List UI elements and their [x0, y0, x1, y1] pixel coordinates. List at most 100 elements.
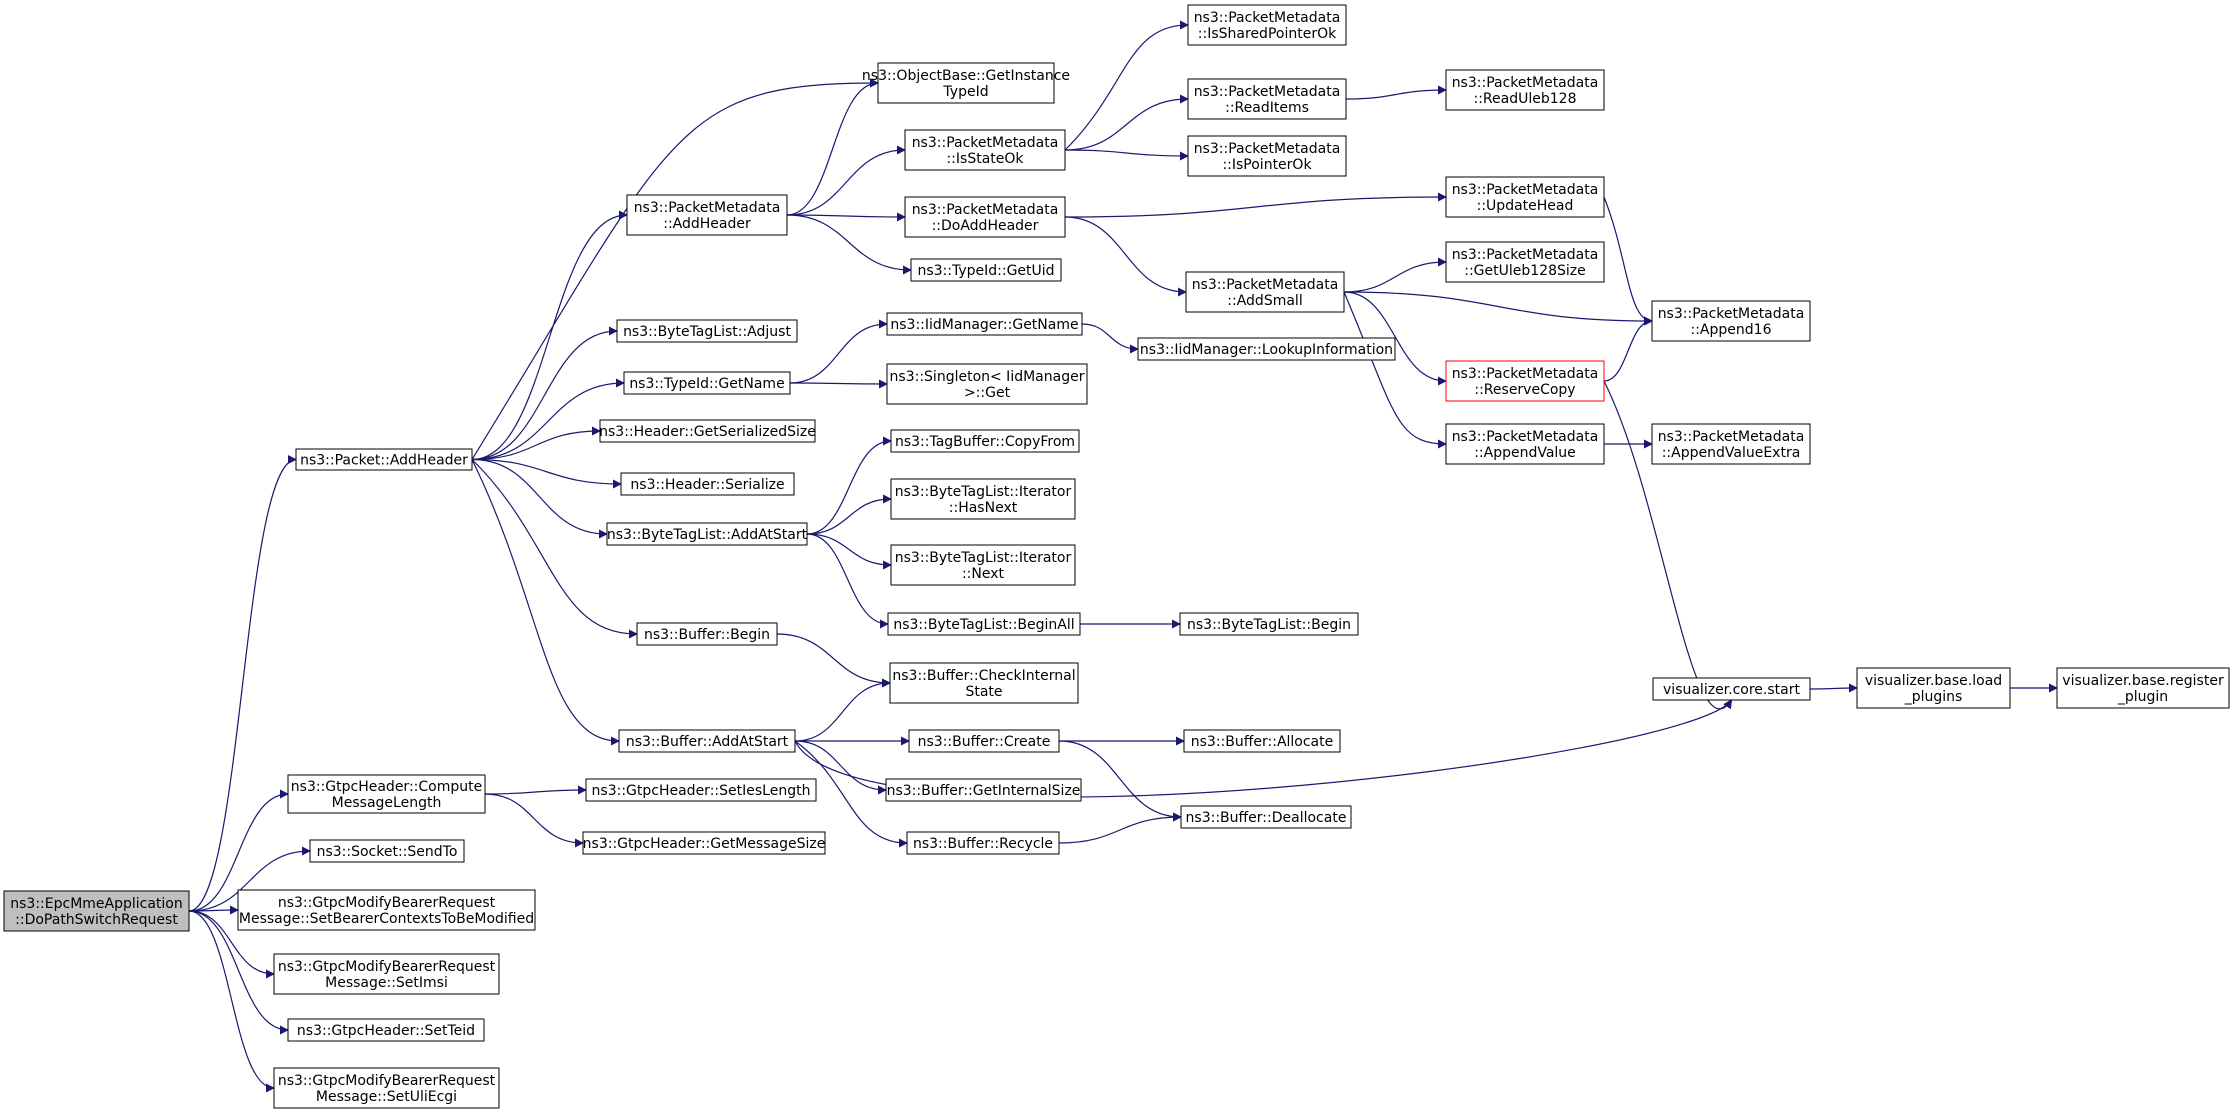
node-setuliecgi[interactable]: ns3::GtpcModifyBearerRequestMessage::Set… [273, 1067, 500, 1109]
edge-packet_addheader-to-typeid_getname [471, 378, 625, 461]
node-box [309, 839, 465, 863]
node-buffer_getinternalsize[interactable]: ns3::Buffer::GetInternalSize [885, 778, 1082, 802]
node-pm_appendvalue[interactable]: ns3::PacketMetadata::AppendValue [1445, 423, 1605, 465]
node-pm_reservecopy[interactable]: ns3::PacketMetadata::ReserveCopy [1445, 360, 1605, 402]
edge-packet_addheader-to-pm_addheader [471, 210, 628, 461]
node-pm_append16[interactable]: ns3::PacketMetadata::Append16 [1651, 300, 1811, 342]
node-box [1187, 4, 1347, 46]
node-setbearer[interactable]: ns3::GtpcModifyBearerRequestMessage::Set… [237, 889, 536, 931]
node-label: ns3::ByteTagList::Iterator [895, 550, 1072, 566]
node-btl_it_next[interactable]: ns3::ByteTagList::Iterator::Next [890, 544, 1076, 586]
node-label: ns3::ByteTagList::AddAtStart [607, 527, 808, 543]
node-socket_sendto[interactable]: ns3::Socket::SendTo [309, 839, 465, 863]
edge-packet_addheader-to-btl_addatstart [471, 458, 608, 539]
node-gtpc_setieslength[interactable]: ns3::GtpcHeader::SetIesLength [585, 778, 817, 802]
edge-iid_getname-to-iid_lookupinfo [1081, 323, 1139, 354]
node-label: ::IsStateOk [946, 151, 1024, 167]
node-label: ns3::Buffer::Deallocate [1186, 810, 1347, 826]
node-label: ns3::IidManager::LookupInformation [1140, 342, 1393, 358]
node-box [616, 319, 798, 343]
node-label: ::ReadUleb128 [1474, 91, 1577, 107]
node-label: ns3::TypeId::GetName [629, 376, 784, 392]
node-pm_getuleb128size[interactable]: ns3::PacketMetadata::GetUleb128Size [1445, 241, 1605, 283]
edge-pm_addheader-to-objectbase_gettypeid [786, 78, 879, 216]
edge-buffer_addatstart-to-viz_core_start [794, 699, 1733, 798]
node-label: ns3::PacketMetadata [1658, 306, 1805, 322]
node-pm_isstateok[interactable]: ns3::PacketMetadata::IsStateOk [904, 129, 1066, 171]
node-typeid_getname[interactable]: ns3::TypeId::GetName [623, 371, 791, 395]
node-btl_beginall[interactable]: ns3::ByteTagList::BeginAll [887, 612, 1081, 636]
node-singleton_get[interactable]: ns3::Singleton< IidManager>::Get [886, 363, 1088, 405]
node-pm_readuleb128[interactable]: ns3::PacketMetadata::ReadUleb128 [1445, 69, 1605, 111]
node-iid_lookupinfo[interactable]: ns3::IidManager::LookupInformation [1137, 337, 1396, 361]
node-buffer_recycle[interactable]: ns3::Buffer::Recycle [906, 831, 1060, 855]
node-btl_addatstart[interactable]: ns3::ByteTagList::AddAtStart [606, 522, 808, 546]
node-pm_addsmall[interactable]: ns3::PacketMetadata::AddSmall [1185, 271, 1345, 313]
node-setteid[interactable]: ns3::GtpcHeader::SetTeid [287, 1018, 485, 1042]
node-label: ns3::TypeId::GetUid [917, 263, 1054, 279]
node-btl_begin[interactable]: ns3::ByteTagList::Begin [1179, 612, 1359, 636]
node-label: ::ReadItems [1225, 100, 1309, 116]
node-tagbuffer_copyfrom[interactable]: ns3::TagBuffer::CopyFrom [890, 429, 1080, 453]
node-label: ::ReserveCopy [1474, 382, 1575, 398]
node-header_serialize[interactable]: ns3::Header::Serialize [620, 472, 795, 496]
node-box [606, 522, 808, 546]
node-btl_it_hasnext[interactable]: ns3::ByteTagList::Iterator::HasNext [890, 478, 1076, 520]
node-buffer_allocate[interactable]: ns3::Buffer::Allocate [1183, 729, 1341, 753]
node-box [910, 258, 1062, 282]
node-iid_getname[interactable]: ns3::IidManager::GetName [886, 312, 1083, 336]
edge-buffer_addatstart-to-buffer_getinternalsize [794, 740, 887, 795]
node-box [1445, 69, 1605, 111]
node-viz_register_plugin[interactable]: visualizer.base.register_plugin [2056, 667, 2230, 709]
node-buffer_create[interactable]: ns3::Buffer::Create [908, 729, 1060, 753]
node-label: ns3::PacketMetadata [1194, 84, 1341, 100]
node-box [1856, 667, 2011, 709]
node-box [1187, 135, 1347, 177]
node-btl_adjust[interactable]: ns3::ByteTagList::Adjust [616, 319, 798, 343]
node-label: ns3::PacketMetadata [1658, 429, 1805, 445]
node-box [3, 890, 190, 932]
node-layer: ns3::EpcMmeApplication::DoPathSwitchRequ… [3, 4, 2230, 1109]
node-header_getsersize[interactable]: ns3::Header::GetSerializedSize [599, 419, 816, 443]
node-pm_appendvalueextra[interactable]: ns3::PacketMetadata::AppendValueExtra [1651, 423, 1811, 465]
node-typeid_getuid[interactable]: ns3::TypeId::GetUid [910, 258, 1062, 282]
edge-buffer_recycle-to-buffer_deallocate [1058, 812, 1182, 844]
node-label: ns3::PacketMetadata [1452, 429, 1599, 445]
node-label: ns3::GtpcModifyBearerRequest [278, 895, 496, 911]
node-pm_updatehead[interactable]: ns3::PacketMetadata::UpdateHead [1445, 176, 1605, 218]
node-gtpc_getmsgsize[interactable]: ns3::GtpcHeader::GetMessageSize [582, 831, 826, 855]
node-label: Message::SetBearerContextsToBeModified [239, 911, 534, 927]
node-box [886, 312, 1083, 336]
node-box [885, 778, 1082, 802]
node-label: ns3::PacketMetadata [912, 135, 1059, 151]
node-pm_doaddheader[interactable]: ns3::PacketMetadata::DoAddHeader [904, 196, 1066, 238]
node-root[interactable]: ns3::EpcMmeApplication::DoPathSwitchRequ… [3, 890, 190, 932]
edge-gtpc_compute-to-gtpc_setieslength [484, 785, 587, 795]
node-label: ::AddHeader [663, 216, 751, 232]
edge-root-to-packet_addheader [188, 455, 297, 912]
node-label: ns3::PacketMetadata [634, 200, 781, 216]
edge-pm_doaddheader-to-pm_updatehead [1064, 192, 1447, 218]
node-box [1180, 805, 1352, 829]
node-box [636, 622, 778, 646]
node-pm_ispointerok[interactable]: ns3::PacketMetadata::IsPointerOk [1187, 135, 1347, 177]
node-viz_core_start[interactable]: visualizer.core.start [1652, 677, 1811, 701]
node-buffer_deallocate[interactable]: ns3::Buffer::Deallocate [1180, 805, 1352, 829]
node-packet_addheader[interactable]: ns3::Packet::AddHeader [295, 448, 473, 471]
edge-layer [188, 20, 2058, 1093]
edge-packet_addheader-to-btl_adjust [471, 326, 618, 461]
node-buffer_addatstart[interactable]: ns3::Buffer::AddAtStart [618, 729, 796, 753]
node-label: ::Next [962, 566, 1005, 582]
node-pm_readitems[interactable]: ns3::PacketMetadata::ReadItems [1187, 78, 1347, 120]
node-viz_load_plugins[interactable]: visualizer.base.load_plugins [1856, 667, 2011, 709]
node-pm_addheader[interactable]: ns3::PacketMetadata::AddHeader [626, 194, 788, 236]
node-label: ns3::GtpcHeader::SetTeid [297, 1023, 475, 1039]
node-buffer_begin[interactable]: ns3::Buffer::Begin [636, 622, 778, 646]
node-box [904, 129, 1066, 171]
node-pm_issharedptrok[interactable]: ns3::PacketMetadata::IsSharedPointerOk [1187, 4, 1347, 46]
edge-pm_addheader-to-pm_isstateok [786, 145, 906, 216]
node-setimsi[interactable]: ns3::GtpcModifyBearerRequestMessage::Set… [273, 953, 500, 995]
